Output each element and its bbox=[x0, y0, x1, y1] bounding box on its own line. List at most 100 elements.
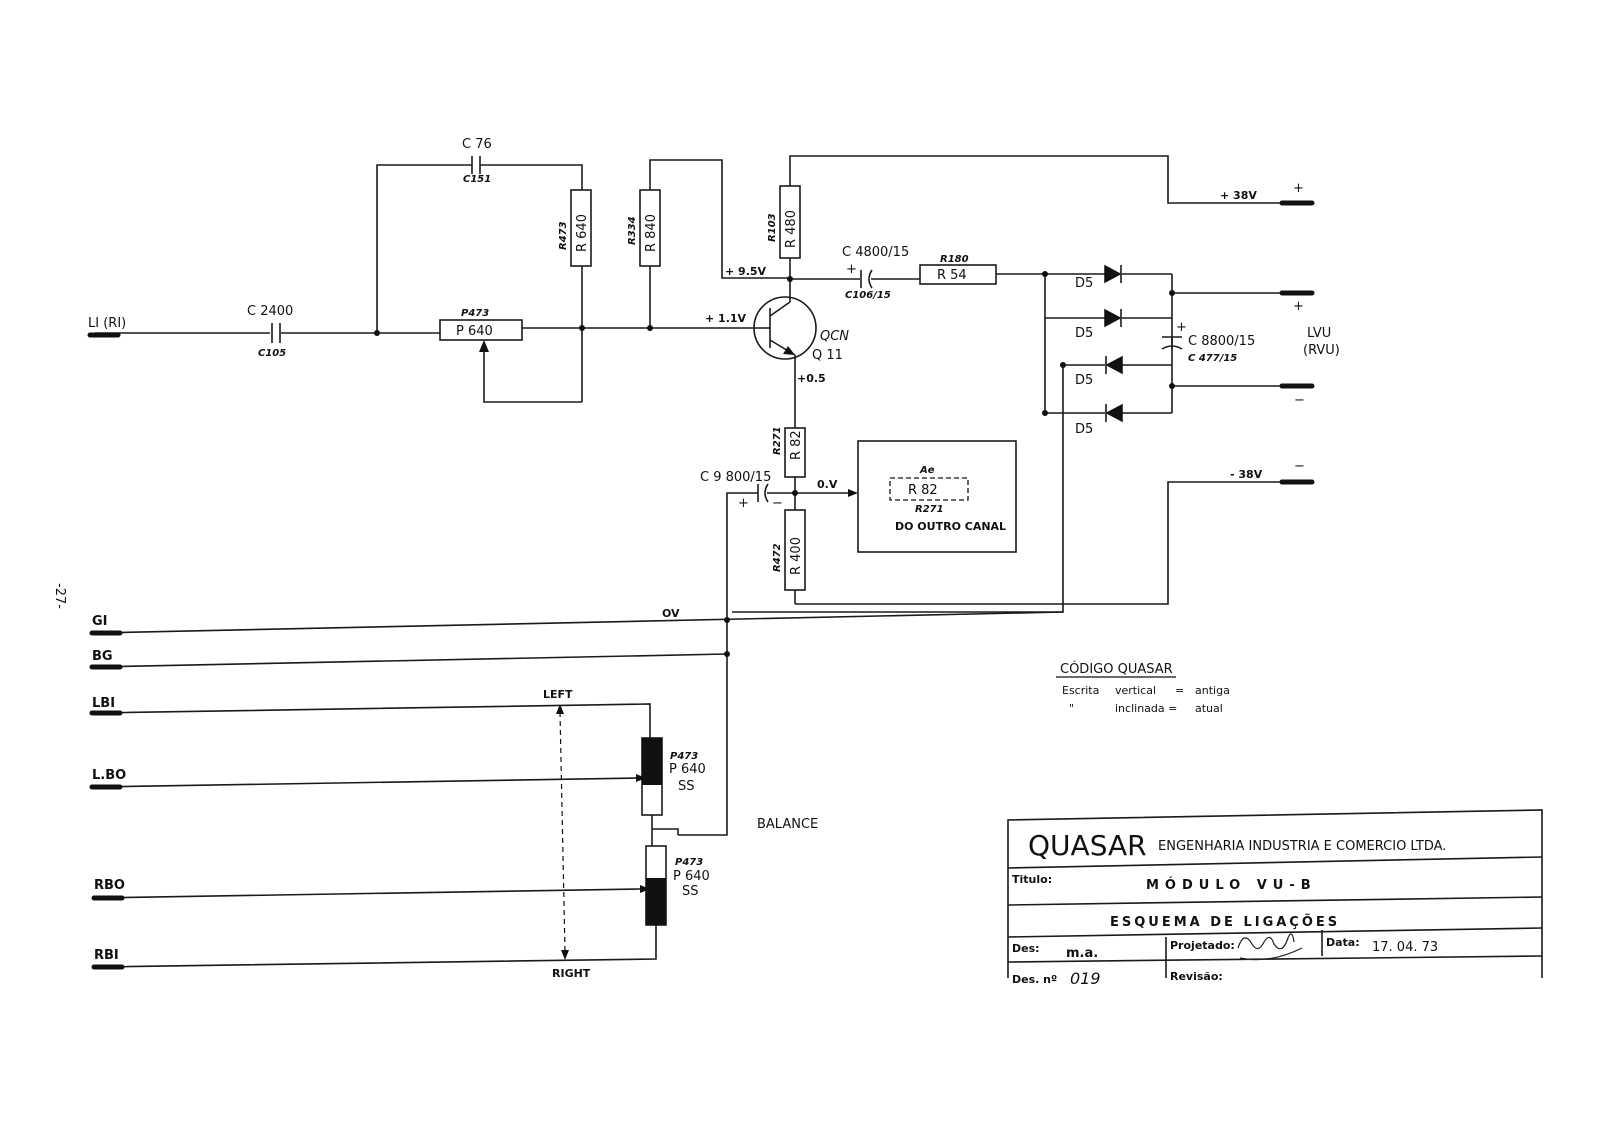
resistor-r840 bbox=[639, 189, 661, 267]
legend-line1-a: Escrita bbox=[1062, 684, 1099, 697]
label-c105: C105 bbox=[258, 348, 286, 359]
label-bg: BG bbox=[92, 649, 113, 664]
label-c151: C151 bbox=[463, 174, 491, 185]
transistor-q11 bbox=[753, 296, 817, 360]
diode-d5-1 bbox=[1104, 264, 1122, 284]
label-r473: R473 bbox=[558, 221, 569, 250]
voltage-plus-38v: + 38V bbox=[1220, 189, 1257, 202]
potentiometer-p640 bbox=[439, 319, 523, 341]
label-ss-right: SS bbox=[682, 884, 699, 899]
label-d5-2: D5 bbox=[1075, 326, 1093, 341]
title-company-rest: ENGENHARIA INDUSTRIA E COMERCIO LTDA. bbox=[1158, 839, 1446, 854]
wiring bbox=[94, 155, 1280, 968]
label-rvu: (RVU) bbox=[1303, 343, 1340, 358]
sign-plus-c9800: + bbox=[738, 496, 749, 511]
designer-signature bbox=[1237, 933, 1303, 961]
label-qcn: QCN bbox=[820, 329, 849, 344]
legend-line1-b: vertical bbox=[1115, 684, 1156, 697]
label-p640-left: P 640 bbox=[669, 762, 706, 777]
resistor-r82 bbox=[784, 427, 806, 478]
junction-dots bbox=[374, 271, 1175, 657]
label-c2400: C 2400 bbox=[247, 304, 293, 319]
label-c76: C 76 bbox=[462, 137, 492, 152]
sign-minus-c9800: − bbox=[772, 496, 783, 511]
diode-d5-3 bbox=[1105, 355, 1123, 375]
title-desn: 019 bbox=[1070, 969, 1101, 988]
resistor-r640-top bbox=[570, 189, 592, 267]
title-projetado-label: Projetado: bbox=[1170, 939, 1235, 952]
capacitor-c4800 bbox=[860, 269, 873, 289]
sign-plus-1: + bbox=[1293, 181, 1304, 196]
label-r271-other: R271 bbox=[915, 504, 944, 515]
voltage-9-5v: + 9.5V bbox=[725, 265, 767, 278]
label-gi: GI bbox=[92, 614, 108, 629]
diode-d5-2 bbox=[1104, 308, 1122, 328]
label-balance: BALANCE bbox=[757, 817, 818, 832]
voltage-minus-38v: - 38V bbox=[1230, 468, 1263, 481]
title-subtitle: ESQUEMA DE LIGAÇÕES bbox=[1110, 914, 1340, 930]
label-c106: C106/15 bbox=[845, 290, 891, 301]
title-titulo-label: Titulo: bbox=[1012, 873, 1052, 886]
title-block: QUASAR ENGENHARIA INDUSTRIA E COMERCIO L… bbox=[1007, 809, 1543, 988]
component-labels: LI (RI) C 2400 C105 C 76 C151 P473 P 640… bbox=[88, 137, 1340, 980]
label-lbo: L.BO bbox=[92, 768, 126, 783]
resistor-r54 bbox=[919, 264, 997, 285]
page-number: -27- bbox=[52, 583, 67, 609]
label-c4800: C 4800/15 bbox=[842, 245, 909, 260]
label-r180: R180 bbox=[940, 254, 969, 265]
label-do-outro-canal: DO OUTRO CANAL bbox=[895, 520, 1006, 533]
label-d5-3: D5 bbox=[1075, 373, 1093, 388]
legend-line1-c: = bbox=[1175, 684, 1184, 697]
label-r334: R334 bbox=[627, 216, 638, 245]
label-ae: Ae bbox=[919, 465, 935, 476]
label-r103: R103 bbox=[767, 213, 778, 242]
label-rbi: RBI bbox=[94, 948, 119, 963]
voltage-1-1v: + 1.1V bbox=[705, 312, 747, 325]
label-r54: R 54 bbox=[937, 268, 967, 283]
capacitor-c9800 bbox=[757, 483, 769, 503]
label-r271: R271 bbox=[772, 426, 783, 455]
legend-line2-d: atual bbox=[1195, 702, 1223, 715]
sign-plus-c4800: + bbox=[846, 262, 857, 277]
label-c9800: C 9 800/15 bbox=[700, 470, 771, 485]
label-r640-top: R 640 bbox=[575, 214, 590, 252]
label-q11: Q 11 bbox=[812, 348, 843, 363]
resistor-r400 bbox=[784, 509, 806, 591]
diode-d5-4 bbox=[1105, 403, 1123, 423]
title-company: QUASAR bbox=[1028, 829, 1147, 862]
voltage-labels: + 9.5V + 1.1V +0.5 0.V OV + 38V - 38V + … bbox=[662, 181, 1305, 620]
capacitor-c2400 bbox=[271, 323, 281, 343]
label-left: LEFT bbox=[543, 688, 573, 701]
other-channel-box bbox=[857, 440, 1017, 553]
label-r840: R 840 bbox=[644, 214, 659, 252]
pot-wiper-arrow bbox=[479, 340, 489, 352]
label-r400: R 400 bbox=[789, 537, 804, 575]
sign-minus-1: − bbox=[1294, 393, 1305, 408]
label-right: RIGHT bbox=[552, 967, 591, 980]
label-r480: R 480 bbox=[784, 210, 799, 248]
legend-line2-a: " bbox=[1069, 702, 1074, 715]
label-p473-left: P473 bbox=[670, 751, 698, 762]
label-lbi: LBI bbox=[92, 696, 115, 711]
label-p473-top: P473 bbox=[461, 308, 489, 319]
label-r82-other: R 82 bbox=[908, 483, 938, 498]
legend-line2-b: inclinada = bbox=[1115, 702, 1177, 715]
label-lvu: LVU bbox=[1307, 326, 1331, 341]
title-revisao-label: Revisão: bbox=[1170, 970, 1223, 983]
label-d5-1: D5 bbox=[1075, 276, 1093, 291]
balance-pot-right bbox=[640, 845, 667, 926]
label-c8800: C 8800/15 bbox=[1188, 334, 1255, 349]
voltage-0-5v: +0.5 bbox=[797, 372, 826, 385]
label-p640-right: P 640 bbox=[673, 869, 710, 884]
voltage-0v-arrow: 0.V bbox=[817, 478, 838, 491]
legend-line1-d: antiga bbox=[1195, 684, 1230, 697]
legend-title: CÓDIGO QUASAR bbox=[1060, 661, 1173, 677]
sign-plus-c8800: + bbox=[1176, 320, 1187, 335]
ganged-link-arrow bbox=[556, 704, 569, 960]
title-data-label: Data: bbox=[1326, 936, 1360, 949]
balance-pot-left bbox=[636, 737, 663, 816]
title-des-label: Des: bbox=[1012, 942, 1040, 955]
other-channel-r82 bbox=[889, 477, 969, 501]
title-des: m.a. bbox=[1066, 946, 1098, 961]
